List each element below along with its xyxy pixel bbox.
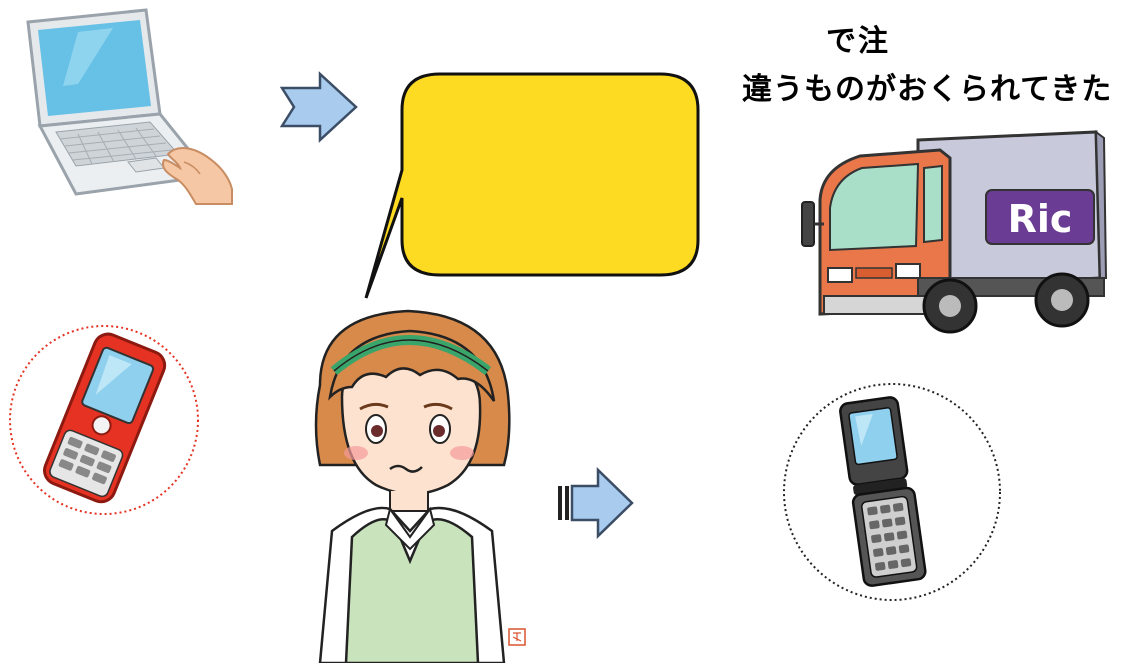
- laptop-with-hand-icon: [26, 8, 233, 205]
- caption-line-1: で注: [826, 24, 890, 59]
- right-arrow-icon: [558, 467, 634, 539]
- caption-line-2: 違うものがおくられてきた: [742, 72, 1113, 107]
- speech-bubble: [364, 72, 700, 299]
- worried-girl-icon: [314, 309, 511, 663]
- truck-logo-text: Ric: [1008, 197, 1073, 241]
- received-phone-circle: [783, 383, 1001, 601]
- truck-logo-panel: [985, 189, 1095, 245]
- arrow-shape: [280, 71, 358, 143]
- red-slide-phone-icon: [43, 332, 167, 504]
- right-arrow-icon: [280, 71, 358, 143]
- delivery-truck-icon: Ric: [801, 129, 1108, 334]
- arrow-shape: [570, 467, 634, 539]
- speech-bubble-shape: [364, 72, 700, 299]
- artist-seal-icon: [508, 628, 526, 646]
- black-flip-phone-icon: [839, 396, 927, 587]
- ordered-phone-circle: [9, 325, 199, 515]
